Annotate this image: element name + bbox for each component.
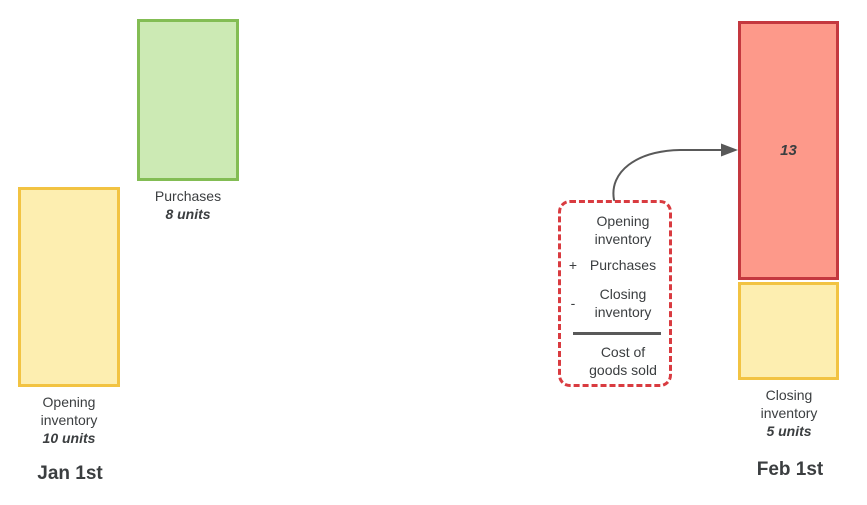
formula-row-purchases: + Purchases — [561, 256, 669, 274]
arrow-head — [721, 143, 738, 157]
formula-purchases-text: Purchases — [589, 257, 657, 273]
opening-label-line2: inventory — [40, 412, 98, 428]
formula-row-opening: Opening inventory — [561, 212, 669, 248]
feb-date-label: Feb 1st — [756, 459, 824, 480]
closing-inventory-label: Closing inventory 5 units — [728, 386, 850, 440]
formula-closing-text: Closing inventory — [581, 285, 669, 321]
opening-inventory-box — [18, 187, 120, 387]
formula-row-result: Cost of goods sold — [561, 343, 669, 379]
formula-opening-line2: inventory — [594, 231, 652, 247]
purchases-label-value: 8 units — [165, 206, 211, 222]
opening-label-line1: Opening — [42, 394, 96, 410]
purchases-label-title: Purchases — [154, 188, 222, 204]
closing-label-value: 5 units — [766, 423, 812, 439]
formula-opening-text: Opening inventory — [581, 212, 669, 248]
jan-date-label: Jan 1st — [37, 463, 103, 484]
minus-operator: - — [570, 295, 576, 311]
formula-divider-line — [573, 332, 661, 335]
closing-inventory-box — [738, 282, 839, 380]
opening-label-value: 10 units — [42, 430, 96, 446]
formula-closing-line1: Closing — [599, 286, 647, 302]
purchases-label: Purchases 8 units — [127, 187, 249, 223]
formula-row-closing: - Closing inventory — [561, 285, 669, 321]
cogs-formula-box: Opening inventory + Purchases - Closing … — [558, 200, 672, 387]
closing-label-line1: Closing — [765, 387, 813, 403]
cogs-value: 13 — [780, 142, 797, 159]
formula-opening-line1: Opening — [596, 213, 650, 229]
formula-result-text: Cost of goods sold — [581, 343, 669, 379]
purchases-box — [137, 19, 239, 181]
arrow-curve — [612, 149, 723, 201]
formula-result-line2: goods sold — [589, 362, 657, 378]
cogs-box: 13 — [738, 21, 839, 280]
formula-result-line1: Cost of — [600, 344, 646, 360]
formula-closing-line2: inventory — [594, 304, 652, 320]
opening-inventory-label: Opening inventory 10 units — [8, 393, 130, 447]
plus-operator: + — [568, 257, 578, 273]
closing-label-line2: inventory — [760, 405, 818, 421]
